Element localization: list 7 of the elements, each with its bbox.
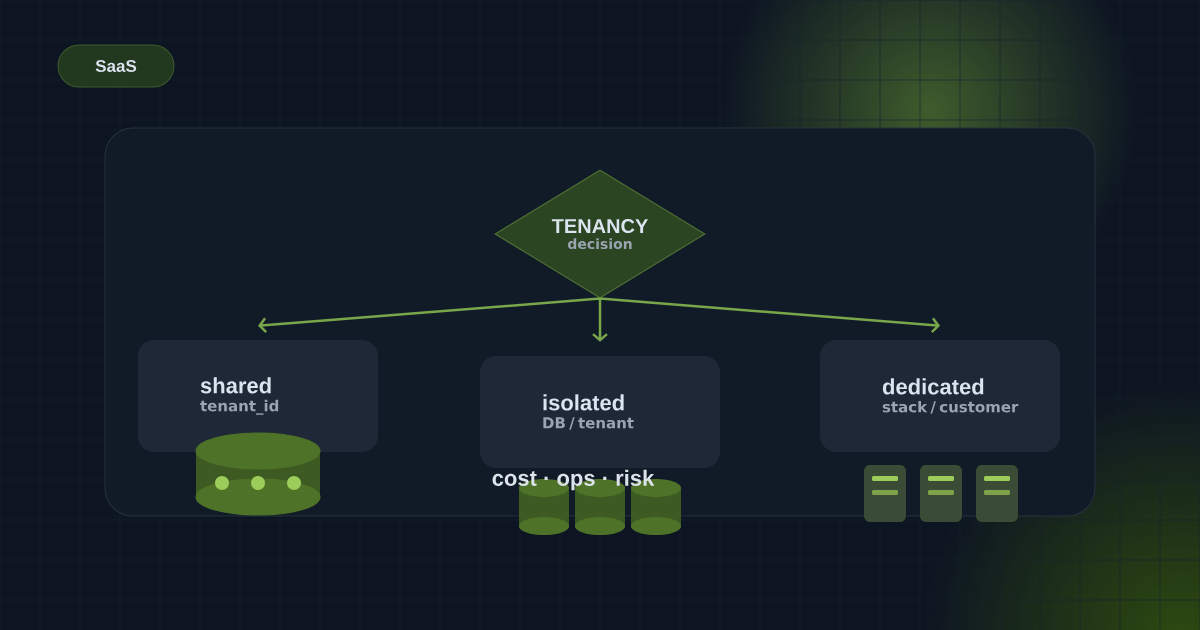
arrow: [599, 297, 940, 334]
option-box: shared tenant_id: [138, 340, 378, 452]
arrow: [592, 298, 608, 342]
arrow: [258, 297, 601, 334]
option-box: dedicated stack / customer: [820, 340, 1060, 452]
option-box: isolated DB / tenant: [480, 356, 720, 468]
tag-pill: SaaS: [57, 44, 175, 88]
